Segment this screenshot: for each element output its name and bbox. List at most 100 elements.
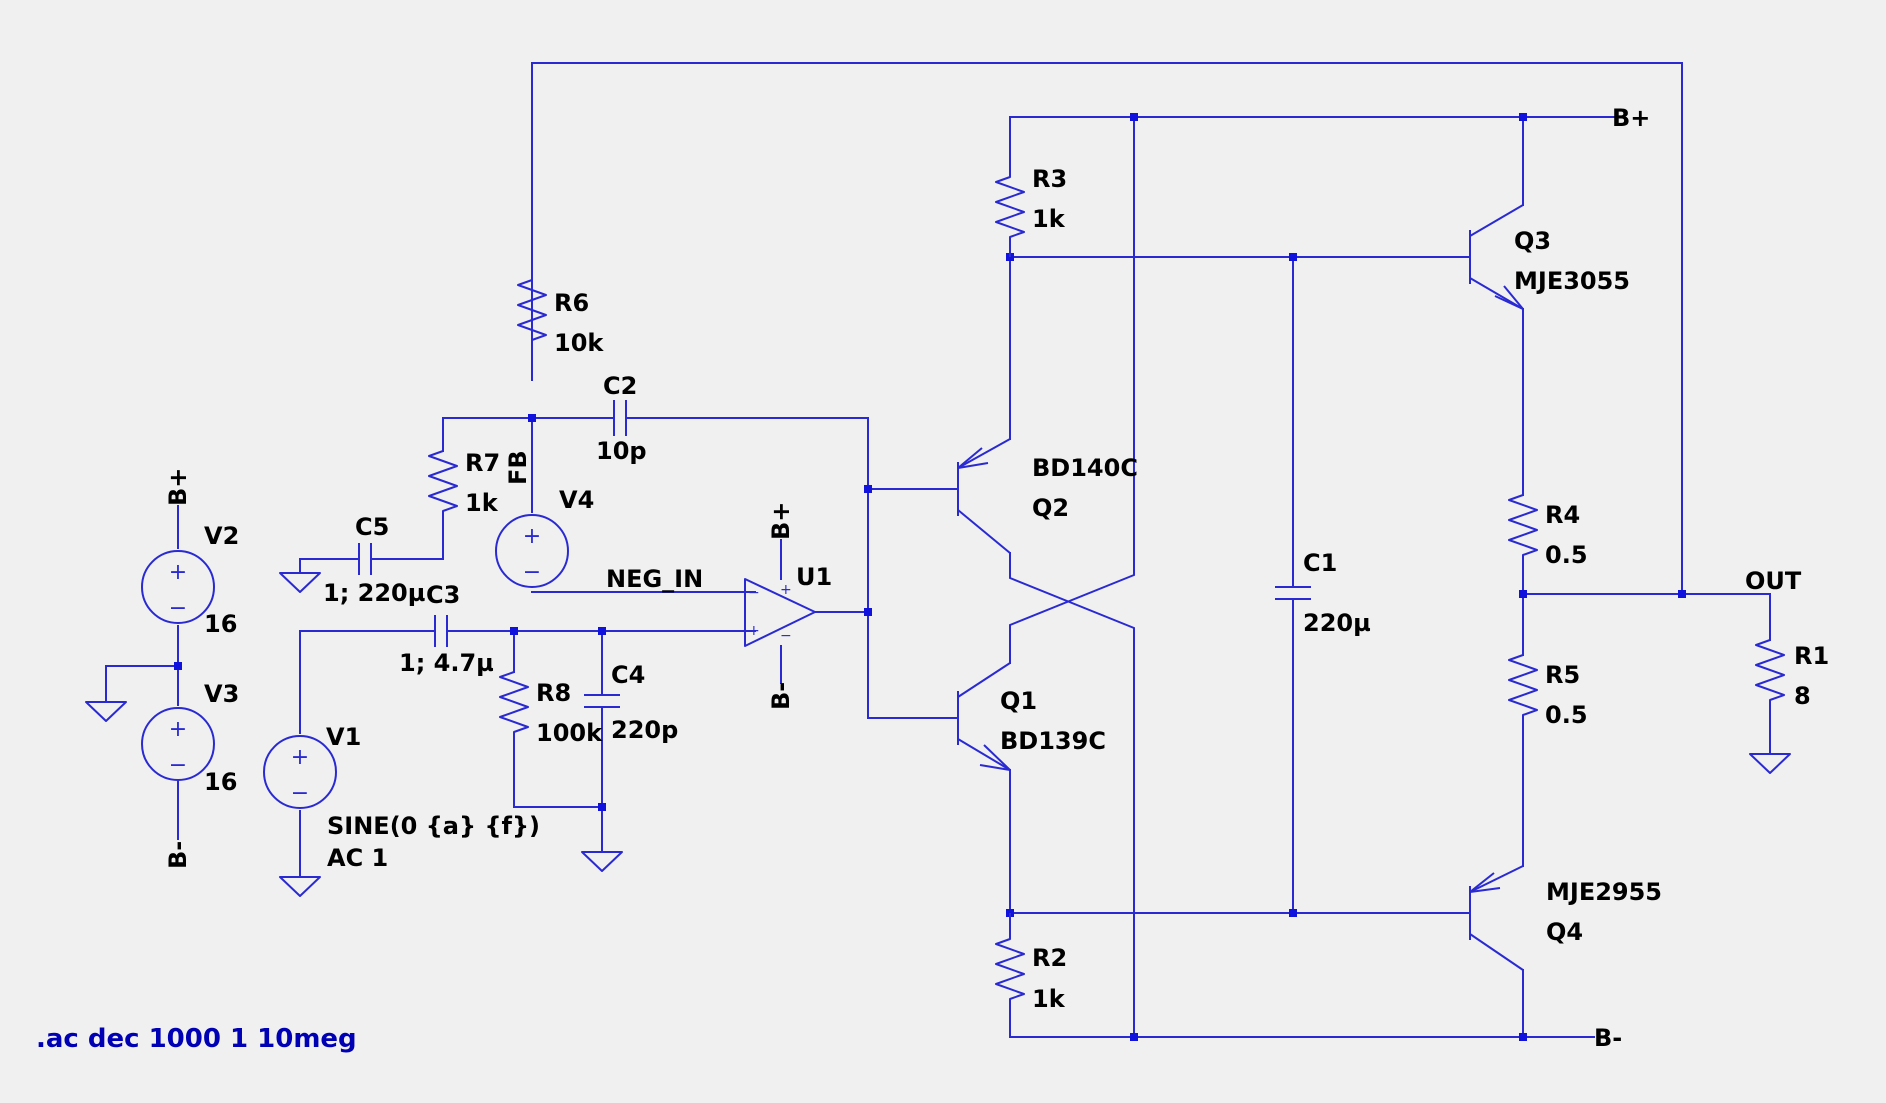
q3-name: Q3	[1514, 227, 1551, 255]
v1-plus: +	[291, 745, 309, 770]
capacitor-c2[interactable]: C2 10p	[596, 372, 647, 465]
r6-value: 10k	[554, 329, 604, 357]
wire-fb-node	[531, 342, 869, 419]
resistor-r4[interactable]: R4 0.5	[1508, 494, 1588, 571]
net-label-bplus-u1: B+	[767, 502, 795, 540]
junction-dot	[528, 414, 536, 422]
transistor-q4[interactable]: MJE2955 Q4	[1469, 865, 1662, 971]
q1-name: Q1	[1000, 687, 1037, 715]
capacitor-c3[interactable]: C3 1; 4.7µ	[399, 581, 494, 677]
source-v3[interactable]: + − V3 16	[141, 680, 239, 796]
v3-name: V3	[204, 680, 239, 708]
u1-plus-pin: +	[748, 623, 760, 639]
c3-value: 1; 4.7µ	[399, 649, 494, 677]
net-label-bplus-rail: B+	[1612, 104, 1650, 132]
grounds	[85, 572, 1791, 897]
resistor-r6[interactable]: R6 10k	[517, 279, 604, 357]
r6-name: R6	[554, 289, 589, 317]
r2-value: 1k	[1032, 985, 1066, 1013]
v4-minus: −	[523, 560, 541, 585]
junction-dot	[510, 627, 518, 635]
spice-directive[interactable]: .ac dec 1000 1 10meg	[36, 1024, 357, 1054]
source-v2[interactable]: + − V2 16	[141, 522, 239, 638]
r4-value: 0.5	[1545, 541, 1588, 569]
q4-name: Q4	[1546, 918, 1583, 946]
resistor-r8[interactable]: R8 100k	[499, 671, 603, 748]
junction-dot	[1519, 590, 1527, 598]
ground-symbol	[1749, 753, 1791, 774]
resistor-r2[interactable]: R2 1k	[995, 913, 1067, 1037]
c4-value: 220p	[611, 716, 678, 744]
capacitor-c5[interactable]: C5 1; 220µ	[323, 513, 425, 607]
q2-name-line1: BD140C	[1032, 454, 1138, 482]
c5-name: C5	[355, 513, 389, 541]
v3-minus: −	[169, 753, 187, 778]
r5-name: R5	[1545, 661, 1580, 689]
r7-value: 1k	[465, 489, 499, 517]
c5-value: 1; 220µ	[323, 579, 425, 607]
wire-input	[299, 630, 746, 734]
r3-value: 1k	[1032, 205, 1066, 233]
u1-vminus-pin: −	[780, 628, 792, 644]
ground-symbol	[581, 851, 623, 872]
resistor-r7[interactable]: R7 1k	[428, 449, 500, 527]
net-label-bplus-v2: B+	[164, 468, 192, 506]
r8-name: R8	[536, 679, 571, 707]
wire-feedback-loop	[531, 62, 1683, 595]
r4-name: R4	[1545, 501, 1580, 529]
q1-value: BD139C	[1000, 727, 1106, 755]
wire-q4-base-node	[1009, 769, 1471, 914]
transistor-q2[interactable]: BD140C Q2	[957, 438, 1138, 554]
c4-name: C4	[611, 661, 645, 689]
c3-name: C3	[426, 581, 460, 609]
wire-bplus-to-q1	[1009, 116, 1135, 664]
q2-name-line2: Q2	[1032, 494, 1069, 522]
v2-plus: +	[169, 560, 187, 585]
u1-vplus-pin: +	[780, 582, 792, 598]
junction-dot	[1130, 1033, 1138, 1041]
junctions	[174, 113, 1686, 1041]
wire-bminus-to-q2	[1009, 552, 1135, 1038]
junction-dot	[864, 485, 872, 493]
v1-minus: −	[291, 781, 309, 806]
r1-value: 8	[1794, 682, 1811, 710]
u1-minus-pin: −	[748, 585, 760, 601]
resistor-r1[interactable]: R1 8	[1755, 639, 1829, 716]
c2-name: C2	[603, 372, 637, 400]
opamp-u1[interactable]: − + + − U1	[744, 563, 832, 647]
capacitor-c4[interactable]: C4 220p	[584, 661, 678, 744]
r1-name: R1	[1794, 642, 1829, 670]
ground-symbol	[279, 876, 321, 897]
junction-dot	[1289, 909, 1297, 917]
junction-dot	[1519, 1033, 1527, 1041]
wires	[105, 62, 1771, 1038]
q4-value: MJE2955	[1546, 878, 1662, 906]
r3-name: R3	[1032, 165, 1067, 193]
junction-dot	[598, 803, 606, 811]
wire-bplus-rail	[1009, 116, 1617, 162]
net-label-bminus-u1: B-	[767, 682, 795, 710]
resistor-r5[interactable]: R5 0.5	[1508, 654, 1588, 731]
net-label-out: OUT	[1745, 567, 1802, 595]
transistor-q1[interactable]: Q1 BD139C	[957, 662, 1106, 771]
junction-dot	[1289, 253, 1297, 261]
wire-r7-node	[442, 417, 533, 452]
capacitor-c1[interactable]: C1 220µ	[1275, 549, 1371, 637]
junction-dot	[1130, 113, 1138, 121]
junction-dot	[864, 608, 872, 616]
source-v4[interactable]: + − V4	[495, 486, 594, 588]
junction-dot	[1678, 590, 1686, 598]
v3-plus: +	[169, 717, 187, 742]
source-v1[interactable]: + − V1 SINE(0 {a} {f}) AC 1	[263, 723, 540, 872]
resistor-r3[interactable]: R3 1k	[995, 161, 1067, 257]
transistor-q3[interactable]: Q3 MJE3055	[1469, 204, 1630, 310]
r2-name: R2	[1032, 944, 1067, 972]
v4-plus: +	[523, 524, 541, 549]
c2-value: 10p	[596, 437, 647, 465]
v2-name: V2	[204, 522, 239, 550]
c1-name: C1	[1303, 549, 1337, 577]
junction-dot	[598, 627, 606, 635]
v1-value2: AC 1	[327, 844, 388, 872]
net-label-bminus-v3: B-	[164, 841, 192, 869]
